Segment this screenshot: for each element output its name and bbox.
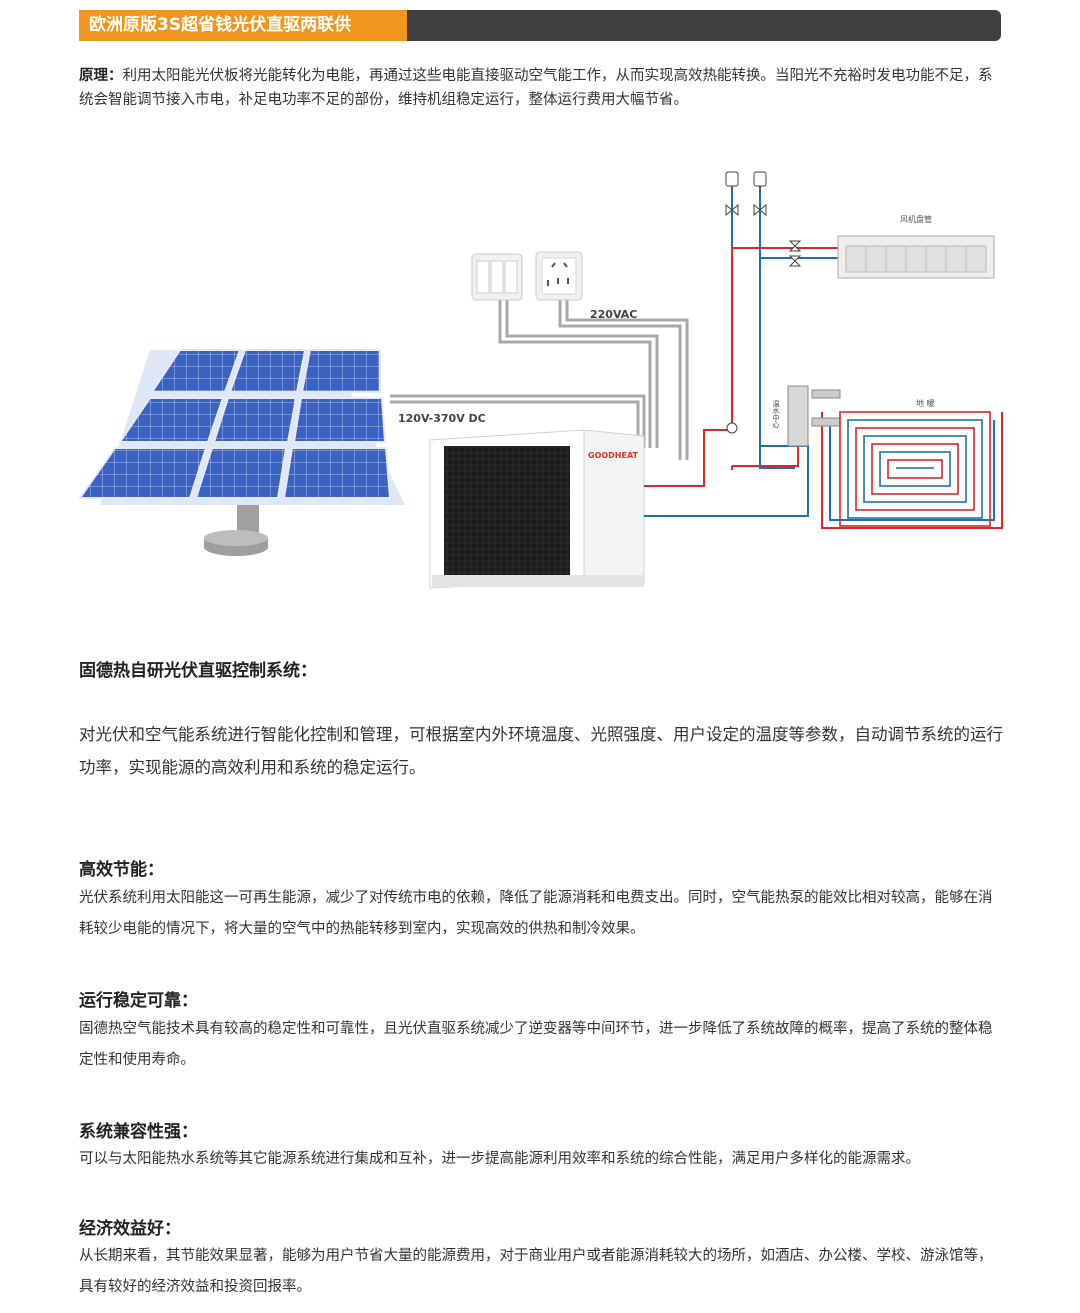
feature-text-efficiency: 光伏系统利用太阳能这一可再生能源，减少了对传统市电的依赖，降低了能源消耗和电费支…	[79, 890, 993, 937]
control-text: 对光伏和空气能系统进行智能化控制和管理，可根据室内外环境温度、光照强度、用户设定…	[79, 725, 1003, 777]
floor-heating-label: 地 暖	[916, 398, 935, 408]
feature-text-stability: 固德热空气能技术具有较高的稳定性和可靠性，且光伏直驱系统减少了逆变器等中间环节，…	[79, 1021, 993, 1068]
pipework	[644, 180, 1003, 529]
dc-wire	[390, 394, 646, 448]
feature-title-economy: 经济效益好：	[79, 1219, 181, 1239]
heat-pump-unit: GOODHEAT	[429, 429, 645, 589]
dc-label: 120V-370V DC	[398, 412, 486, 425]
ac-wires	[498, 300, 689, 460]
wall-socket	[535, 251, 583, 301]
valves	[725, 171, 802, 434]
fan-coil-unit: 风机盘管	[837, 214, 995, 279]
principle-label: 原理：	[79, 68, 123, 84]
water-center-label: 温水中心	[772, 399, 780, 428]
system-diagram: 220VAC 120V-370V DC GOODHEAT	[78, 171, 1003, 589]
floor-heating: 地 暖	[839, 398, 991, 527]
wall-switch	[471, 253, 523, 301]
feature-title-efficiency: 高效节能：	[79, 860, 164, 880]
water-center: 温水中心	[772, 385, 841, 447]
feature-text-compatibility: 可以与太阳能热水系统等其它能源系统进行集成和互补，进一步提高能源利用效率和系统的…	[79, 1151, 920, 1167]
feature-title-stability: 运行稳定可靠：	[79, 991, 198, 1011]
feature-text-economy: 从长期来看，其节能效果显著，能够为用户节省大量的能源费用，对于商业用户或者能源消…	[79, 1248, 993, 1295]
brand-logo: GOODHEAT	[588, 451, 639, 460]
control-title: 固德热自研光伏直驱控制系统：	[79, 661, 317, 681]
solar-panel	[78, 349, 405, 556]
principle-text: 利用太阳能光伏板将光能转化为电能，再通过这些电能直接驱动空气能工作，从而实现高效…	[79, 68, 993, 108]
principle-paragraph: 原理：利用太阳能光伏板将光能转化为电能，再通过这些电能直接驱动空气能工作，从而实…	[79, 64, 1004, 112]
feature-title-compatibility: 系统兼容性强：	[79, 1122, 198, 1142]
ac-label: 220VAC	[590, 308, 637, 321]
page-title: 欧洲原版3S超省钱光伏直驱两联供	[79, 10, 407, 41]
fan-coil-label: 风机盘管	[900, 214, 932, 224]
